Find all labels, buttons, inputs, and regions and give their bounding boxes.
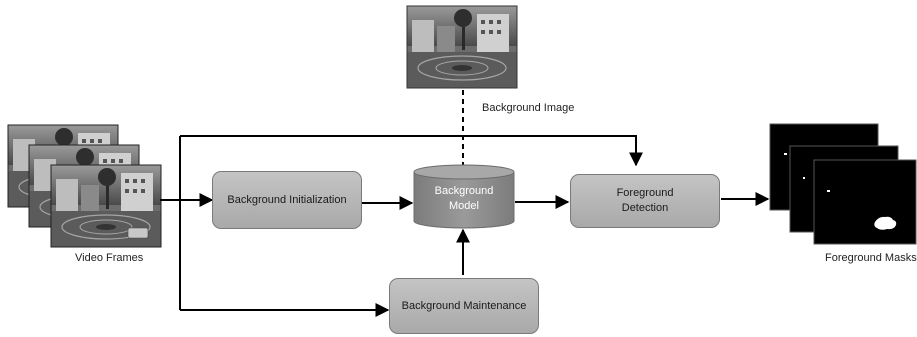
label-background-image: Background Image — [482, 102, 575, 114]
background-initialization-box: Background Initialization — [212, 171, 362, 229]
foreground-detection-label-line1: Foreground — [616, 187, 674, 199]
label-video-frames: Video Frames — [75, 252, 144, 264]
foreground-detection-label-line2: Detection — [621, 202, 669, 214]
background-initialization-label: Background Initialization — [227, 193, 347, 206]
background-model-label-line2: Model — [449, 200, 479, 212]
foreground-masks-stack — [769, 123, 917, 245]
label-foreground-masks: Foreground Masks — [825, 252, 917, 264]
background-maintenance-label: Background Maintenance — [401, 299, 527, 312]
background-model-label: Background Model — [414, 184, 514, 214]
arrows — [160, 89, 770, 317]
background-image-thumbnail — [406, 5, 518, 89]
arrow-frames-to-detection — [180, 135, 643, 167]
background-model-label-line1: Background — [434, 185, 494, 197]
foreground-detection-box: Foreground Detection — [570, 174, 720, 228]
background-maintenance-box: Background Maintenance — [389, 278, 539, 334]
video-frames-stack — [7, 124, 162, 248]
background-model-cylinder — [413, 164, 515, 229]
